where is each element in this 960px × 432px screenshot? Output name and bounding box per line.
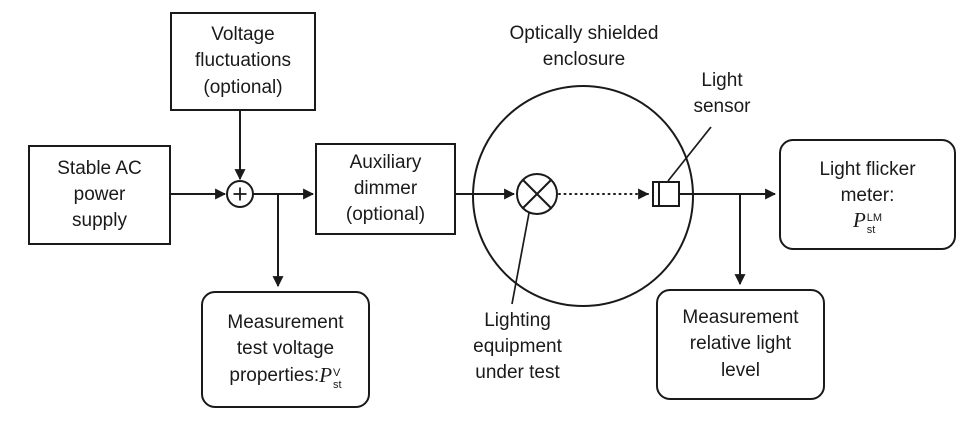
optically-shielded-enclosure-circle (472, 85, 694, 307)
leader-lighting-equipment-label (511, 212, 530, 305)
auxiliary-dimmer-box: Auxiliary dimmer (optional) (315, 143, 456, 235)
formula-superscript: LM (866, 212, 883, 225)
measurement-test-voltage-label: Measurement test voltage (227, 312, 344, 360)
light-sensor-label: Light sensor (693, 70, 751, 118)
lighting-equipment-label: Lighting equipment under test (473, 310, 562, 384)
light-sensor-icon (652, 181, 680, 207)
signal-arrows (171, 111, 777, 288)
formula-superscript: V (333, 367, 341, 380)
formula-base: P (852, 208, 866, 233)
formula-base: P (319, 363, 333, 388)
summing-junction (226, 180, 254, 208)
leader-lines (511, 126, 712, 305)
formula-subscript: st (333, 378, 342, 391)
measurement-test-voltage-label-inline: properties: (229, 364, 320, 386)
lamp-icon (516, 173, 558, 215)
enclosure-label: Optically shielded enclosure (509, 23, 659, 71)
formula-subscript: st (866, 223, 876, 236)
measurement-relative-light-box: Measurement relative light level (656, 289, 825, 400)
stable-ac-power-supply-box: Stable AC power supply (28, 145, 171, 245)
leader-light-sensor-label (667, 126, 712, 182)
light-flicker-meter-label: Light flicker meter: (819, 158, 916, 206)
voltage-fluctuations-box: Voltage fluctuations (optional) (170, 12, 316, 111)
plus-icon (233, 187, 247, 201)
